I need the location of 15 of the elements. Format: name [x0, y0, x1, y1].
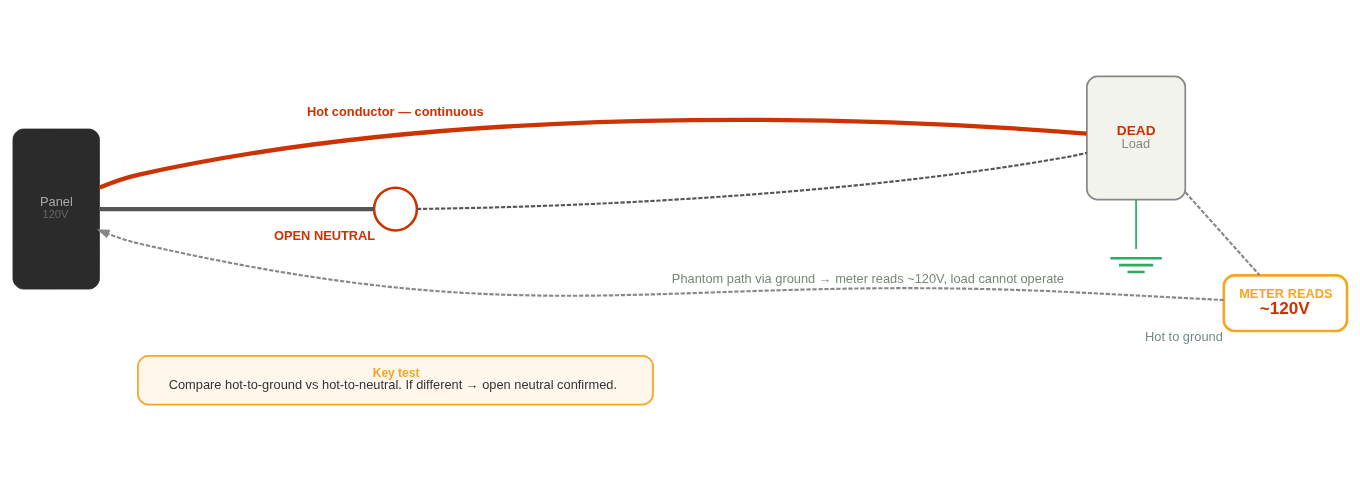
edge-label: Phantom path via ground → meter reads ~120V, load cannot operate [671, 271, 1064, 286]
connector [1135, 198, 1137, 250]
edge-label: Hot conductor — continuous [306, 103, 484, 119]
node-box: Panel 120V [12, 128, 100, 289]
node-box: METER READS ~120V [1222, 273, 1349, 332]
arrow [96, 228, 1224, 301]
node-box: DEAD Load [1086, 75, 1187, 200]
node-circle [372, 185, 419, 232]
node-label: OPEN NEUTRAL [273, 227, 376, 243]
connector [417, 151, 1087, 210]
connector [98, 117, 1087, 190]
node-label: Hot to ground [1145, 328, 1223, 344]
connector [99, 206, 374, 211]
node-box: Key test Compare hot-to-ground vs hot-to-neutral. If different → open neutral confirmed. [137, 354, 654, 405]
connector [1184, 191, 1261, 276]
